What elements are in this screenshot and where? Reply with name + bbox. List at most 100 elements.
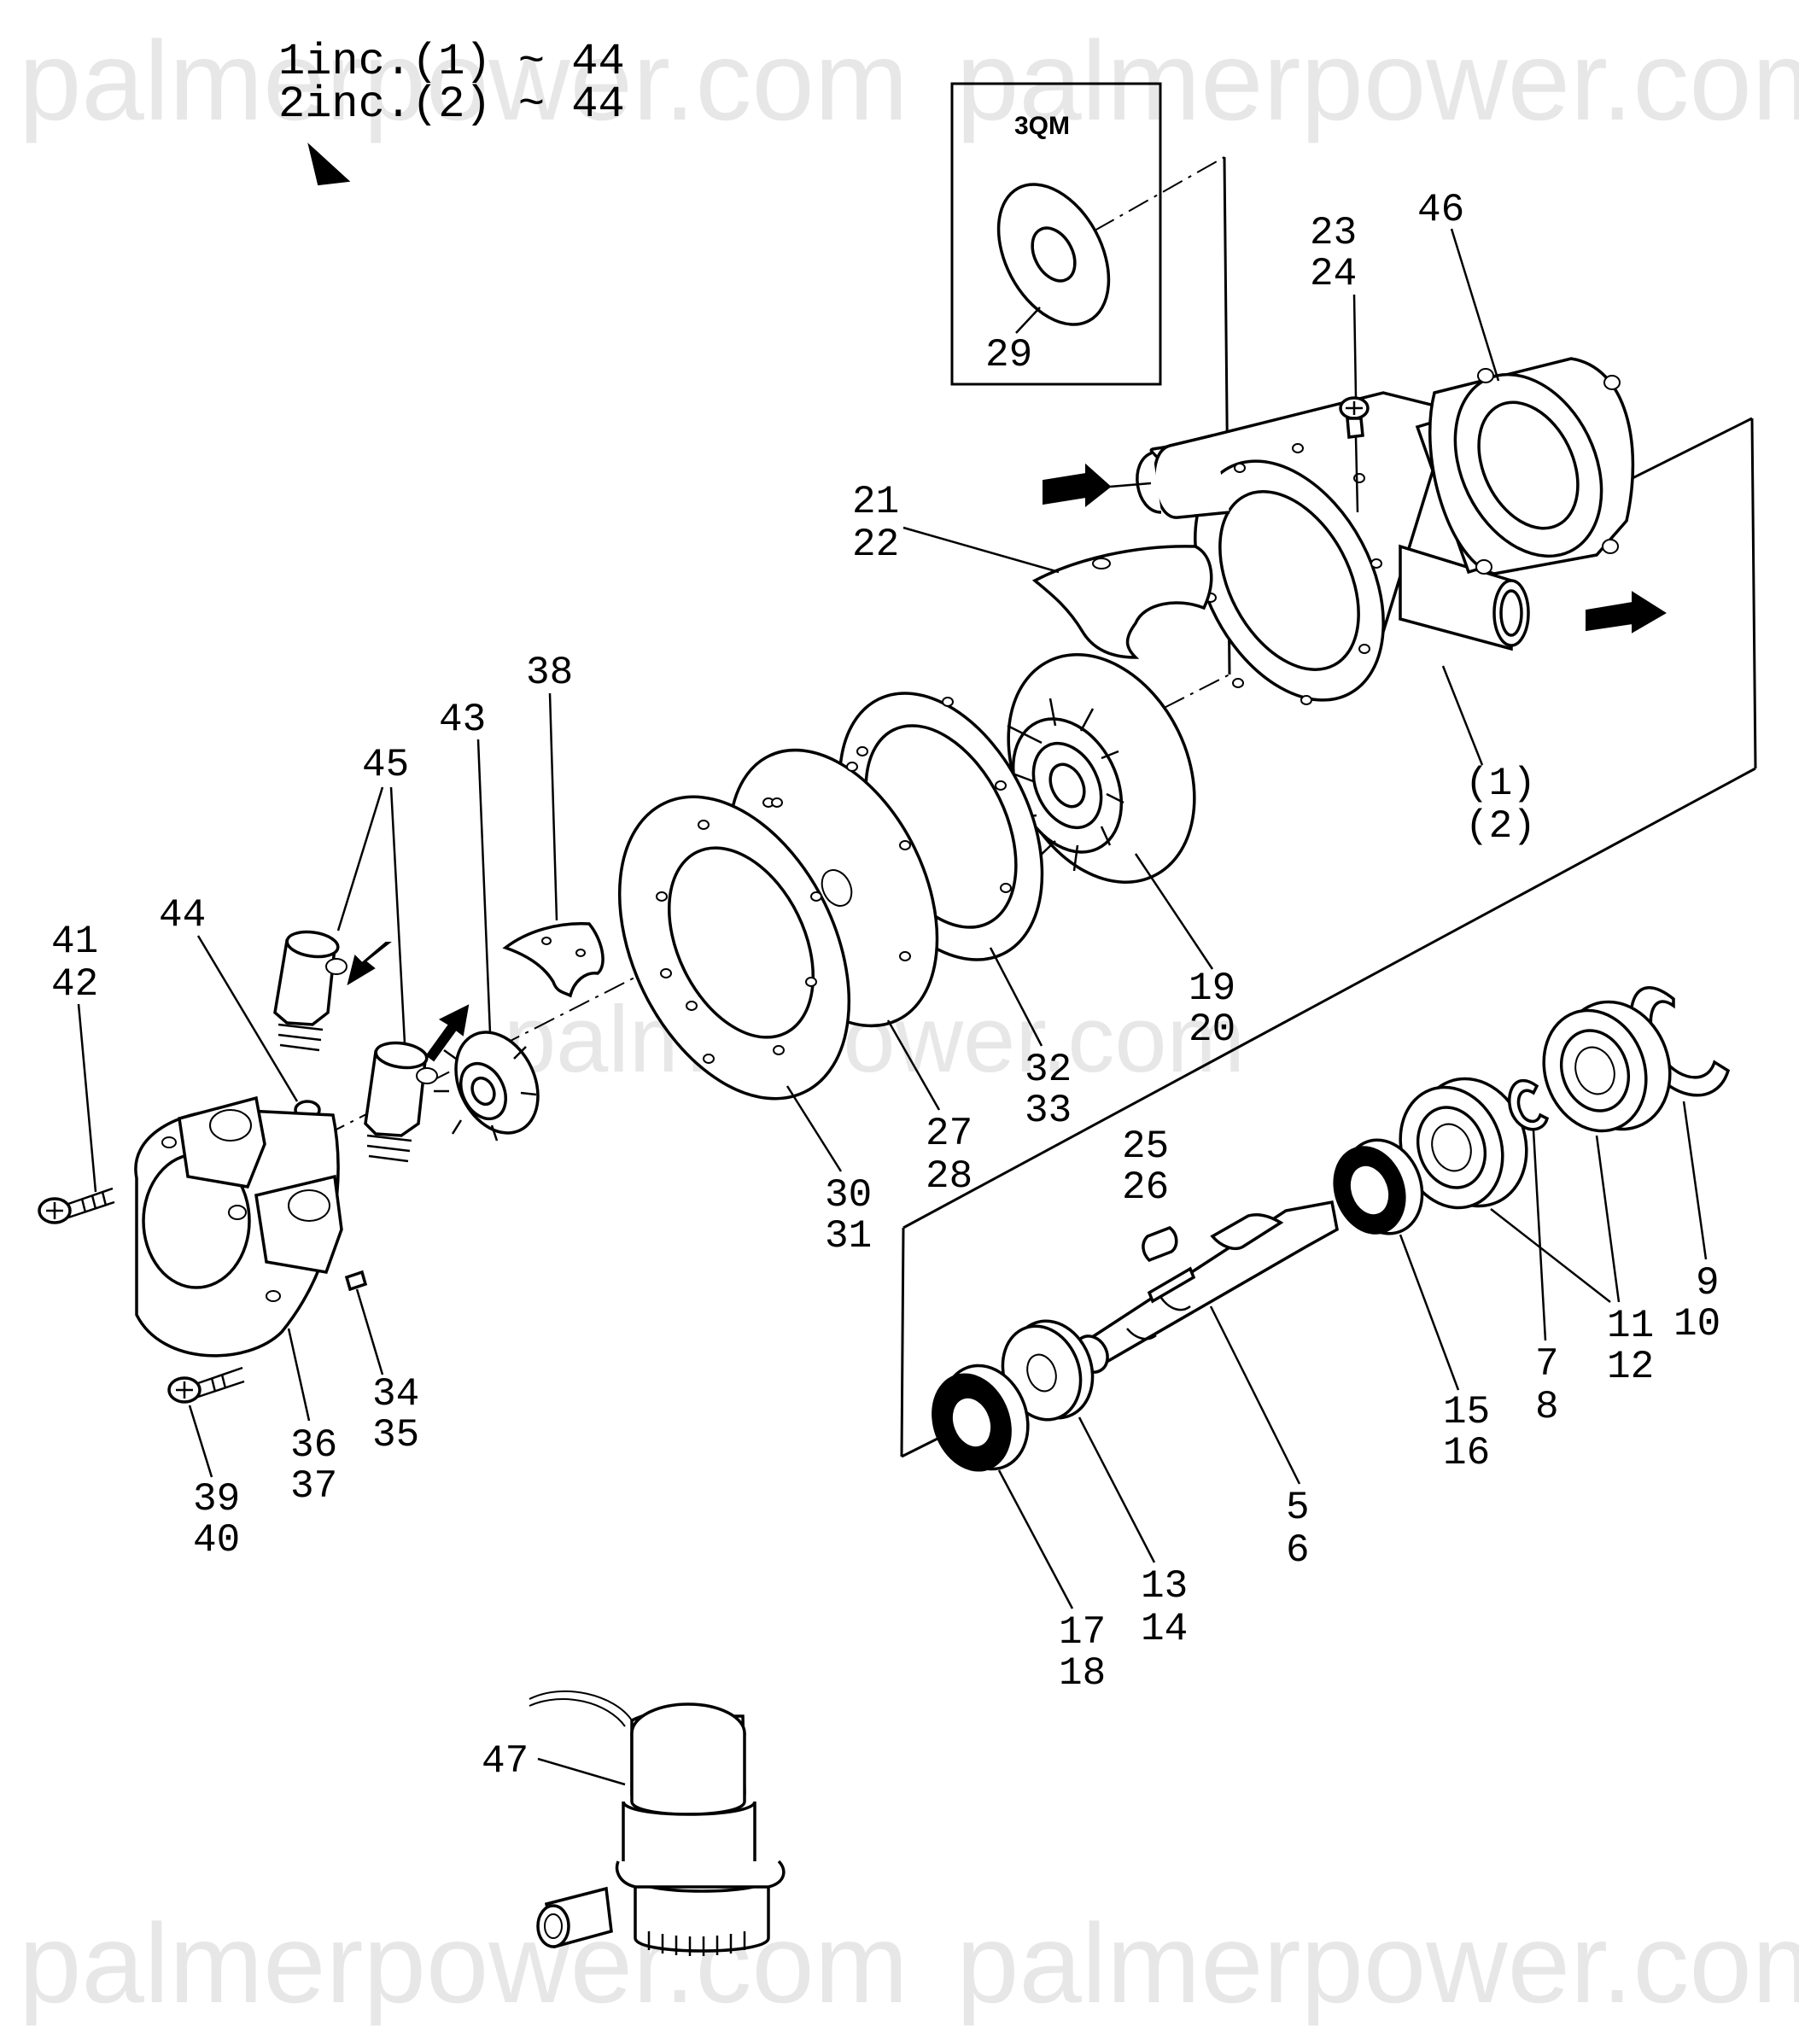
- inlet-arrow-icon: [425, 1004, 470, 1062]
- watermark-top-left: palmerpower.com: [19, 18, 908, 143]
- callout-25: 25: [1122, 1124, 1169, 1169]
- callout-12: 12: [1607, 1345, 1654, 1389]
- leader-45-lower: [389, 786, 406, 1044]
- frame-line-left: [900, 1227, 905, 1457]
- callout-33: 33: [1025, 1089, 1072, 1133]
- leader-11-rear: [1595, 1135, 1621, 1303]
- leader-43: [476, 739, 492, 1034]
- callout-31: 31: [825, 1214, 872, 1259]
- part-11-ball-bearing-front: [1399, 1077, 1528, 1210]
- hose-arrow-icon: [347, 942, 392, 986]
- outlet-arrow-right-icon: [1586, 591, 1667, 634]
- callout-13: 13: [1141, 1564, 1188, 1609]
- part-45-hose-nipple-lower: [364, 1041, 438, 1163]
- callout-15: 15: [1443, 1390, 1490, 1434]
- frame-line-diag: [902, 767, 1756, 1229]
- inset-label: 3QM: [1014, 112, 1070, 140]
- leader-32: [989, 947, 1043, 1047]
- leader-15: [1399, 1234, 1460, 1391]
- callout-7: 7: [1535, 1342, 1559, 1387]
- callout-36: 36: [290, 1423, 337, 1468]
- watermark-bottom-left: palmerpower.com: [19, 1901, 908, 2026]
- callout-27: 27: [926, 1112, 973, 1156]
- leader-9: [1682, 1101, 1708, 1260]
- callout-40: 40: [193, 1518, 240, 1562]
- leader-1: [1441, 665, 1484, 766]
- leader-23: [1352, 294, 1358, 398]
- callout-2: (2): [1465, 804, 1536, 849]
- part-30-cover: [617, 795, 851, 1101]
- callout-22: 22: [852, 523, 899, 567]
- header-line-2: 2inc.(2) ~ 44: [278, 79, 625, 130]
- callout-28: 28: [926, 1154, 973, 1199]
- part-23-screw: [1339, 396, 1370, 513]
- leader-21: [902, 526, 1060, 574]
- callout-45: 45: [362, 743, 409, 787]
- frame-line-right: [1750, 418, 1757, 769]
- callout-10: 10: [1673, 1302, 1720, 1346]
- callout-20: 20: [1189, 1007, 1235, 1052]
- header-line-1: 1inc.(1) ~ 44: [278, 37, 625, 87]
- part-45-hose-nipple-upper: [273, 930, 348, 1052]
- callout-41: 41: [51, 920, 98, 964]
- leader-36: [287, 1328, 311, 1422]
- callout-32: 32: [1025, 1048, 1072, 1092]
- leader-41: [77, 1003, 97, 1193]
- leader-46: [1450, 228, 1500, 382]
- callout-19: 19: [1189, 967, 1235, 1011]
- callout-39: 39: [193, 1477, 240, 1521]
- leader-38: [548, 692, 558, 921]
- callout-8: 8: [1535, 1385, 1559, 1429]
- leader-5: [1209, 1305, 1301, 1485]
- callout-44: 44: [159, 893, 206, 937]
- part-21-cam: [1031, 545, 1213, 659]
- callout-9: 9: [1696, 1261, 1720, 1305]
- callout-21: 21: [852, 480, 899, 524]
- part-11-ball-bearing-rear: [1542, 1000, 1672, 1133]
- callout-23: 23: [1310, 211, 1357, 255]
- leader-29: [1015, 307, 1041, 334]
- leader-34: [355, 1288, 384, 1375]
- leader-13: [1078, 1416, 1156, 1563]
- watermark-bottom-right: palmerpower.com: [956, 1901, 1799, 2026]
- leader-44: [196, 935, 299, 1102]
- part-39-screw: [167, 1366, 245, 1404]
- part-15-oil-seal: [1333, 1138, 1424, 1235]
- leader-19: [1134, 853, 1214, 970]
- leader-17: [997, 1469, 1074, 1609]
- callout-16: 16: [1443, 1431, 1490, 1475]
- callout-43: 43: [439, 698, 486, 742]
- leader-11-front: [1490, 1208, 1611, 1303]
- inset-box-3qm: [950, 82, 1162, 386]
- leader-47: [537, 1757, 626, 1786]
- direction-triangle-icon: [307, 143, 351, 186]
- outlet-arrow-stem: [1109, 482, 1152, 488]
- leader-27: [886, 1019, 941, 1111]
- leader-39: [188, 1405, 213, 1478]
- part-38-cam-small: [502, 922, 605, 998]
- callout-29: 29: [985, 333, 1032, 377]
- callout-47: 47: [482, 1739, 529, 1784]
- callout-46: 46: [1417, 188, 1464, 232]
- outlet-arrow-left-icon: [1043, 463, 1112, 508]
- part-36-end-cover: [134, 1095, 343, 1358]
- callout-37: 37: [290, 1464, 337, 1509]
- callout-24: 24: [1310, 252, 1357, 296]
- callout-42: 42: [51, 962, 98, 1007]
- part-47-bilge-pump: [529, 1690, 786, 1956]
- axis-inset: [1094, 156, 1225, 231]
- part-29-thrust-washer: [996, 183, 1111, 326]
- part-34-pin: [344, 1270, 368, 1292]
- part-17-oil-seal: [932, 1364, 1030, 1472]
- callout-34: 34: [372, 1372, 419, 1416]
- part-19-impeller: [998, 653, 1196, 884]
- part-1-pump-body: [1136, 357, 1635, 705]
- callout-5: 5: [1286, 1486, 1310, 1530]
- part-43-impeller-small: [434, 1031, 540, 1142]
- callout-26: 26: [1122, 1165, 1169, 1210]
- callout-6: 6: [1286, 1528, 1310, 1573]
- leader-7: [1532, 1130, 1547, 1341]
- callout-11: 11: [1607, 1304, 1654, 1348]
- leader-45-upper: [336, 786, 384, 931]
